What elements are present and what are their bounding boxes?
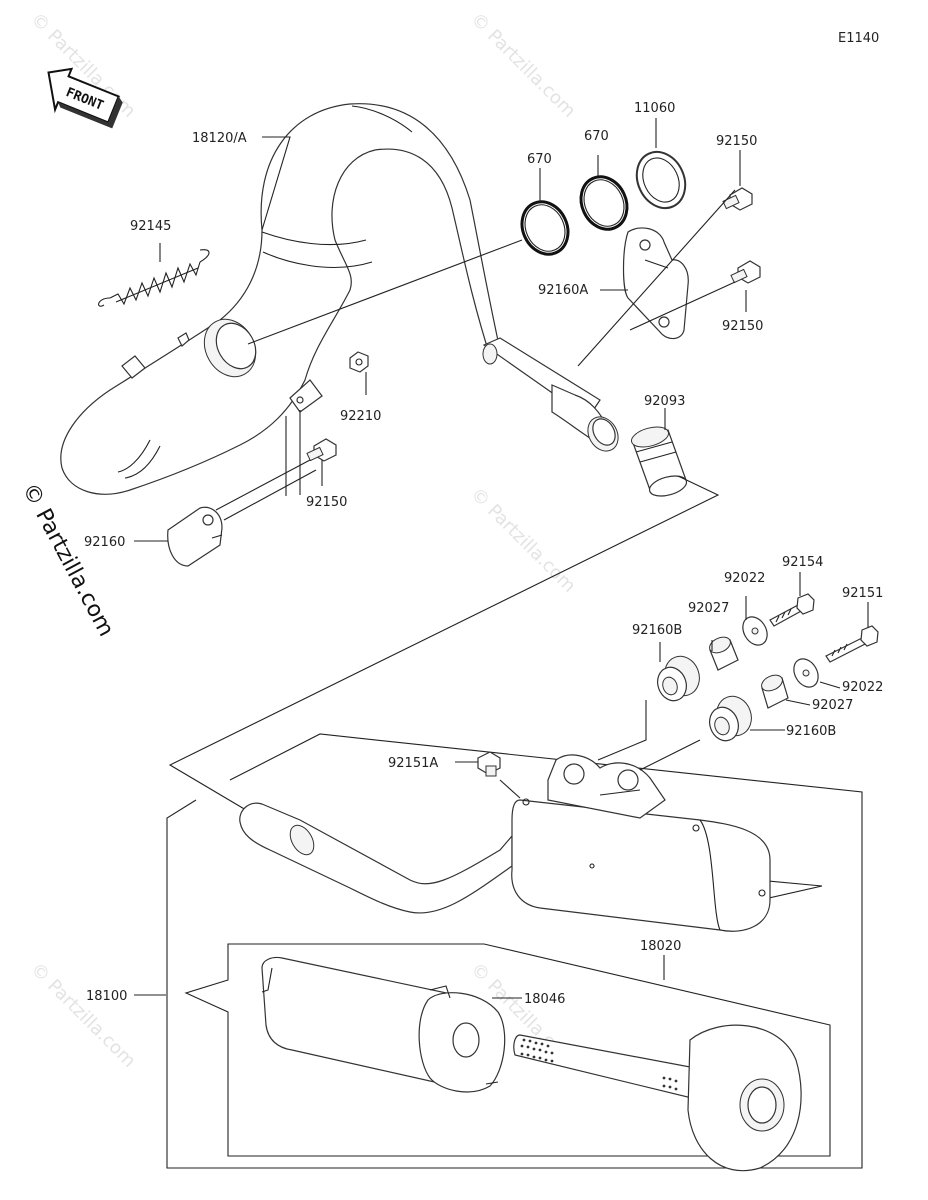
bracket-92160A: [622, 227, 689, 340]
part-label-670-right: 670: [584, 129, 609, 144]
part-label-18046: 18046: [524, 992, 565, 1007]
part-label-92022-upper: 92022: [724, 571, 765, 586]
part-label-92151A: 92151A: [388, 756, 438, 771]
diagram-code: E1140: [838, 31, 879, 46]
part-label-92160B-lower: 92160B: [786, 724, 836, 739]
part-label-11060: 11060: [634, 101, 675, 116]
part-label-92150-upper: 92150: [716, 134, 757, 149]
bolt-92154: [769, 593, 815, 627]
bolt-92150-lower: [306, 438, 337, 462]
part-label-92210: 92210: [340, 409, 381, 424]
part-label-18020: 18020: [640, 939, 681, 954]
collar-92027-upper: [709, 636, 739, 671]
bolt-92150-middle: [730, 260, 761, 284]
part-label-92160A: 92160A: [538, 283, 588, 298]
part-label-92154: 92154: [782, 555, 823, 570]
o-ring-670-left: [520, 200, 570, 256]
part-label-92160: 92160: [84, 535, 125, 550]
part-label-18120A: 18120/A: [192, 131, 247, 146]
part-label-92151: 92151: [842, 586, 883, 601]
part-label-92027-lower: 92027: [812, 698, 853, 713]
part-label-92150-middle: 92150: [722, 319, 763, 334]
watermark: © Partzilla.com: [26, 959, 139, 1072]
part-label-92145: 92145: [130, 219, 171, 234]
nut-92210: [349, 351, 369, 373]
gasket-11060: [635, 150, 687, 210]
bolt-92151A: [477, 751, 501, 777]
o-ring-670-right: [579, 175, 629, 231]
part-labels: 18120/A 92145 670 670 11060 92150 92160A…: [84, 101, 883, 1007]
bolt-92151: [825, 625, 879, 663]
part-label-92027-upper: 92027: [688, 601, 729, 616]
part-label-92022-lower: 92022: [842, 680, 883, 695]
bolt-92150-upper: [722, 187, 753, 211]
header-pipe: [60, 103, 619, 495]
part-label-92093: 92093: [644, 394, 685, 409]
front-arrow-icon: FRONT: [47, 67, 123, 129]
leader-lines-lower: [134, 572, 869, 999]
leader-lines-upper: [134, 118, 747, 811]
watermark: © Partzilla.com: [466, 9, 579, 122]
collar-92027-lower: [761, 674, 789, 709]
partzilla-brand: © Partzilla.com: [17, 479, 119, 641]
watermark: © Partzilla.com: [466, 484, 579, 597]
part-label-18100: 18100: [86, 989, 127, 1004]
pipe-end-ring: [482, 343, 498, 365]
silencer-assembly: [239, 754, 771, 932]
grommet-92160B-lower: [709, 695, 752, 742]
bracket-92160: [167, 506, 223, 567]
washer-92022-lower: [793, 658, 819, 688]
washer-92022-upper: [742, 616, 768, 646]
part-label-670-left: 670: [527, 152, 552, 167]
sleeve-92093: [631, 426, 688, 497]
exhaust-spring-icon: [98, 249, 210, 307]
grommet-92160B-upper: [657, 655, 700, 702]
perforation-holes: [520, 1038, 678, 1091]
end-cap-18046: [418, 985, 506, 1093]
part-label-92150-lower: 92150: [306, 495, 347, 510]
inner-pipe-18020: [513, 1024, 802, 1172]
part-label-92160B-upper: 92160B: [632, 623, 682, 638]
